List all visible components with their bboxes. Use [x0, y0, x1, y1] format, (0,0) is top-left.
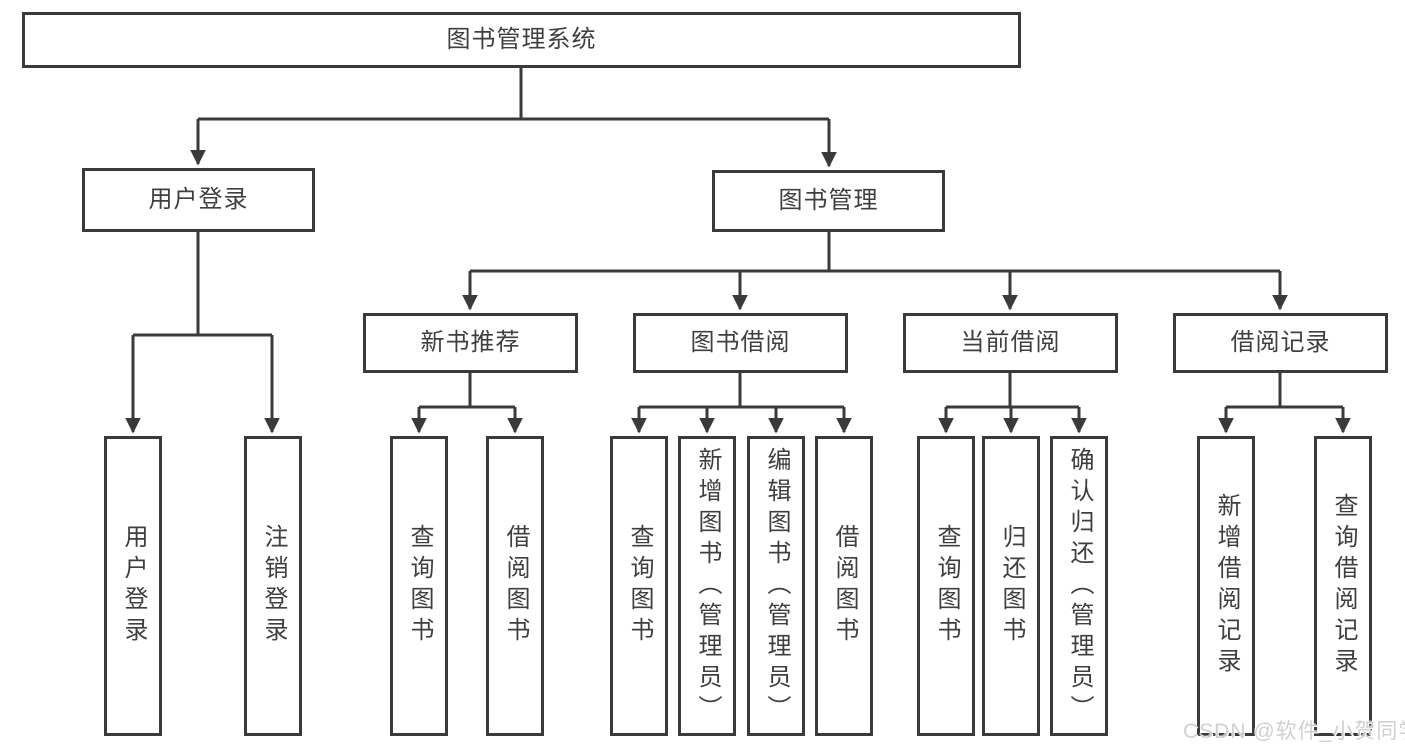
leaf-query-borrow-record: 查询借阅记录	[1314, 436, 1372, 736]
node-root-label: 图书管理系统	[446, 26, 597, 53]
leaf-query-books-current: 查询图书	[917, 436, 975, 736]
leaf-edit-books-admin: 编辑图书（管理员）	[747, 436, 805, 736]
leaf-return-books: 归还图书	[982, 436, 1040, 736]
leaf-add-books-admin: 新增图书（管理员）	[678, 436, 736, 736]
leaf-query-books-recommend: 查询图书	[390, 436, 448, 736]
leaf-confirm-return-admin: 确认归还（管理员）	[1050, 436, 1108, 736]
node-book-management-label: 图书管理	[778, 187, 879, 214]
section-book-borrow-label: 图书借阅	[690, 329, 791, 356]
section-borrow-records: 借阅记录	[1173, 313, 1388, 373]
section-new-book-recommend: 新书推荐	[363, 313, 578, 373]
leaf-logout: 注销登录	[244, 436, 302, 736]
leaf-add-borrow-record: 新增借阅记录	[1197, 436, 1255, 736]
section-current-borrow-label: 当前借阅	[960, 329, 1061, 356]
leaf-user-login: 用户登录	[104, 436, 162, 736]
section-borrow-records-label: 借阅记录	[1230, 329, 1331, 356]
node-user-login: 用户登录	[82, 168, 315, 232]
leaf-query-books-borrow: 查询图书	[610, 436, 668, 736]
watermark: CSDN @软件_小贺同学	[1183, 720, 1405, 743]
section-new-book-recommend-label: 新书推荐	[420, 329, 521, 356]
section-book-borrow: 图书借阅	[633, 313, 848, 373]
node-book-management: 图书管理	[712, 170, 945, 232]
section-current-borrow: 当前借阅	[903, 313, 1118, 373]
node-user-login-label: 用户登录	[148, 186, 249, 213]
node-root: 图书管理系统	[22, 12, 1021, 68]
leaf-borrow-books-recommend: 借阅图书	[486, 436, 544, 736]
leaf-borrow-books: 借阅图书	[815, 436, 873, 736]
